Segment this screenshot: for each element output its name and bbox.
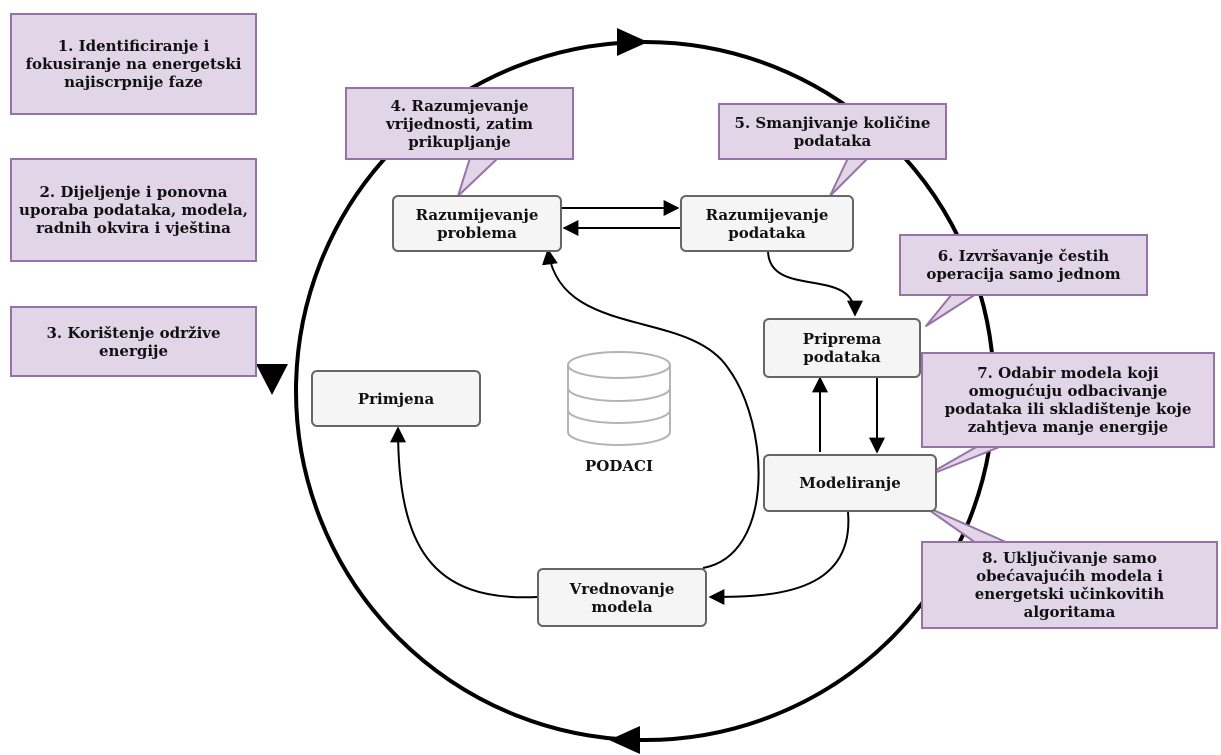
tip-4-text: 4. Razumjevanje vrijednosti, zatim priku… xyxy=(386,96,533,151)
tip-8-box: 8. Uključivanje samo obećavajućih modela… xyxy=(921,541,1218,629)
cycle-arrow-bottom xyxy=(609,726,640,754)
node-razumijevanje-podataka[interactable]: Razumijevanje podataka xyxy=(680,195,854,252)
tip5-pointer xyxy=(829,157,869,197)
cycle-arrow-top xyxy=(617,28,648,56)
tip-7-box: 7. Odabir modela koji omogućuju odbaciva… xyxy=(921,352,1215,448)
cycle-arrow-left xyxy=(256,364,288,395)
node-vrednovanje-modela-label: Vrednovanje modela xyxy=(569,579,675,616)
node-razumijevanje-podataka-label: Razumijevanje podataka xyxy=(705,205,829,242)
node-modeliranje-label: Modeliranje xyxy=(799,474,901,492)
tip-2-box: 2. Dijeljenje i ponovna uporaba podataka… xyxy=(10,158,257,262)
tip-5-box: 5. Smanjivanje količine podataka xyxy=(718,103,947,160)
tip-7-text: 7. Odabir modela koji omogućuju odbaciva… xyxy=(944,364,1192,436)
arrow-eval-to-primjena xyxy=(390,426,538,599)
tip-4-box: 4. Razumjevanje vrijednosti, zatim priku… xyxy=(345,87,574,160)
database-label: PODACI xyxy=(585,457,653,475)
tip-8-text: 8. Uključivanje samo obećavajućih modela… xyxy=(974,549,1165,621)
node-razumijevanje-problema[interactable]: Razumijevanje problema xyxy=(392,195,562,252)
database-icon xyxy=(567,351,671,446)
node-priprema-podataka[interactable]: Priprema podataka xyxy=(763,318,921,378)
arrow-eval-to-problem xyxy=(541,248,760,569)
node-primjena-label: Primjena xyxy=(357,389,435,408)
tip-5-text: 5. Smanjivanje količine podataka xyxy=(734,113,931,150)
tip-2-text: 2. Dijeljenje i ponovna uporaba podataka… xyxy=(19,183,248,237)
arrow-model-to-eval xyxy=(708,511,850,605)
arrow-data-to-prep xyxy=(767,249,863,317)
tip-6-box: 6. Izvršavanje čestih operacija samo jed… xyxy=(899,234,1148,296)
node-razumijevanje-problema-label: Razumijevanje problema xyxy=(415,205,539,242)
tip-1-box: 1. Identificiranje i fokusiranje na ener… xyxy=(10,13,257,115)
node-priprema-podataka-label: Priprema podataka xyxy=(802,330,882,366)
tip-3-text: 3. Korištenje održive energije xyxy=(46,323,221,360)
tip8-pointer xyxy=(921,504,1009,544)
tip-6-text: 6. Izvršavanje čestih operacija samo jed… xyxy=(926,247,1121,283)
tip-3-box: 3. Korištenje održive energije xyxy=(10,306,257,377)
node-primjena[interactable]: Primjena xyxy=(311,370,481,427)
tip4-pointer xyxy=(457,157,499,197)
node-vrednovanje-modela[interactable]: Vrednovanje modela xyxy=(537,568,707,627)
node-modeliranje[interactable]: Modeliranje xyxy=(763,454,937,512)
tip6-pointer xyxy=(925,293,977,327)
tip-1-text: 1. Identificiranje i fokusiranje na ener… xyxy=(25,37,242,91)
